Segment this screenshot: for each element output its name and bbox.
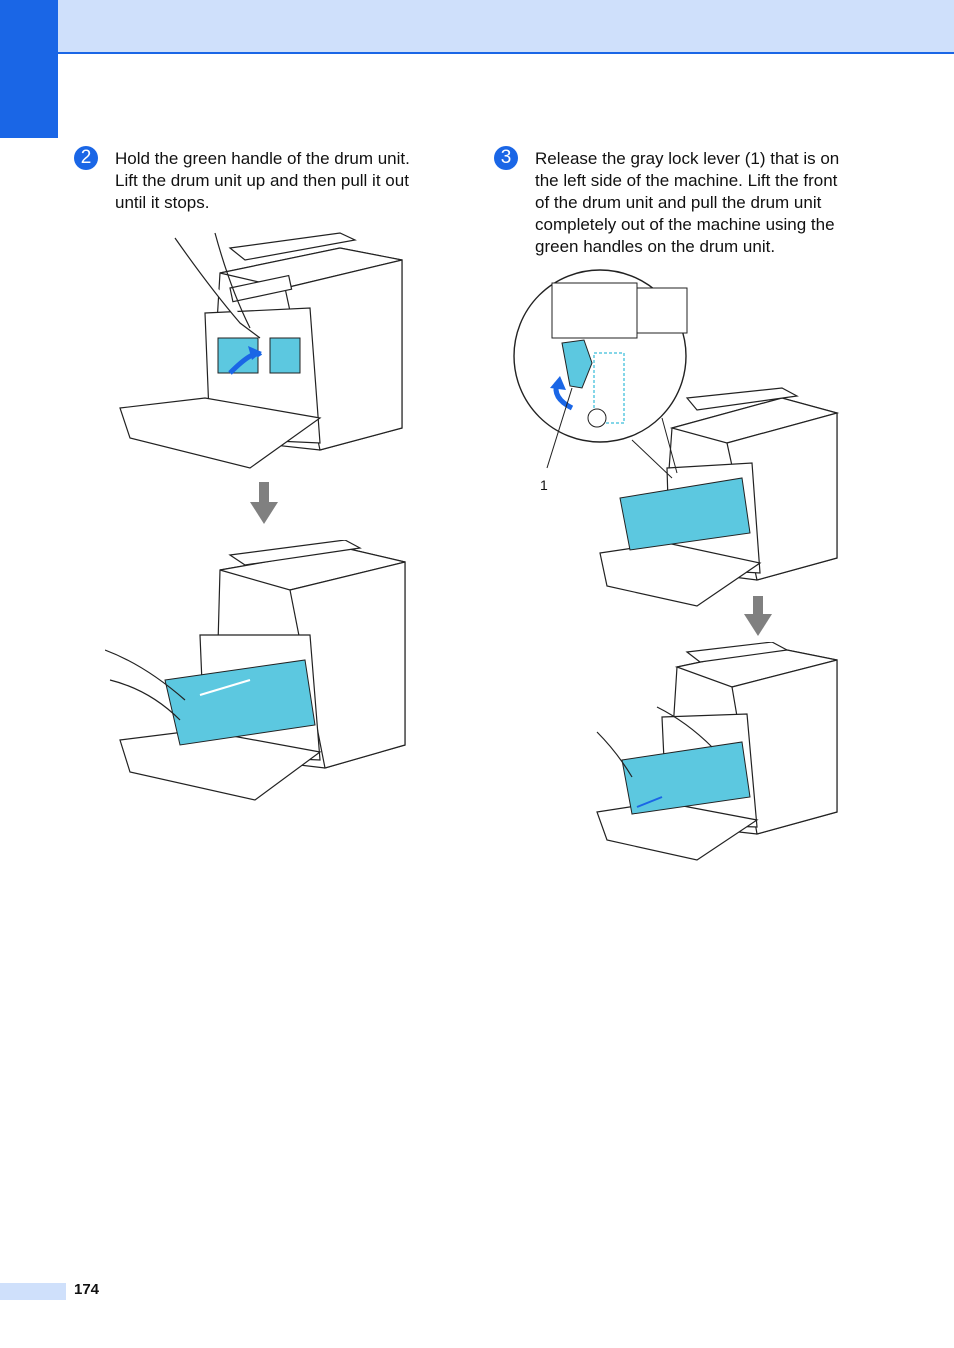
callout-label-lock-lever: 1: [540, 477, 548, 493]
step-number-badge: 2: [74, 146, 98, 170]
step-number-badge: 3: [494, 146, 518, 170]
printer-lift-drum-illustration: [119, 232, 403, 469]
printer-pull-drum-illustration: [105, 540, 406, 801]
down-arrow-icon: [250, 482, 278, 524]
header-band: [0, 0, 954, 54]
printer-lock-lever-illustration: [513, 269, 840, 607]
step-instructions: Release the gray lock lever (1) that is …: [535, 149, 840, 256]
down-arrow-icon: [744, 596, 772, 636]
page-number: 174: [74, 1281, 100, 1298]
printer-remove-drum-illustration: [596, 642, 838, 861]
footer-band: [0, 1283, 66, 1300]
chapter-tab: [0, 0, 58, 138]
step-instructions: Hold the green handle of the drum unit. …: [115, 149, 410, 212]
